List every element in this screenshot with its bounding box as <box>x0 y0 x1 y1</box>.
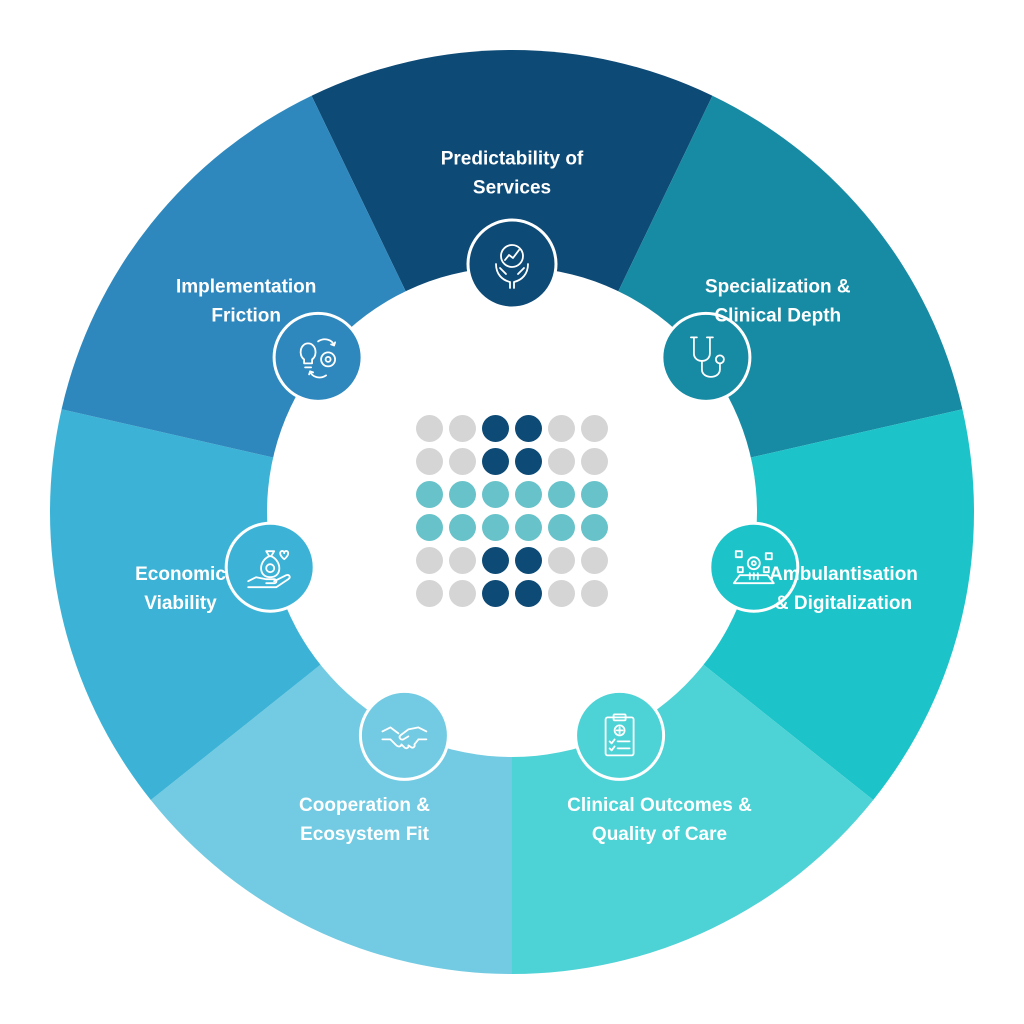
grid-dot-teal <box>449 481 476 508</box>
grid-dot-gray <box>548 580 575 607</box>
segment-label-line: Quality of Care <box>592 824 727 845</box>
grid-dot-gray <box>581 580 608 607</box>
grid-dot-navy <box>515 547 542 574</box>
segment-label-ambulantisation: Ambulantisation & Digitalization <box>769 564 918 614</box>
grid-dot-gray <box>449 448 476 475</box>
segment-label-specialization: Specialization & Clinical Depth <box>705 277 851 327</box>
grid-dot-gray <box>416 448 443 475</box>
segment-label-line: Services <box>473 178 551 199</box>
grid-dot-teal <box>416 514 443 541</box>
grid-dot-navy <box>482 547 509 574</box>
grid-dot-navy <box>515 580 542 607</box>
grid-dot-teal <box>482 514 509 541</box>
grid-dot-gray <box>581 547 608 574</box>
icon-badge-specialization <box>660 311 752 403</box>
grid-dot-teal <box>548 514 575 541</box>
segment-label-line: Predictability of <box>441 149 584 170</box>
grid-dot-teal <box>515 481 542 508</box>
grid-dot-teal <box>449 514 476 541</box>
grid-dot-navy <box>482 580 509 607</box>
segment-label-clinical-outcomes: Clinical Outcomes & Quality of Care <box>567 795 752 845</box>
segment-label-line: Clinical Depth <box>714 306 841 327</box>
grid-dot-navy <box>515 415 542 442</box>
grid-dot-navy <box>515 448 542 475</box>
segment-label-predictability: Predictability of Services <box>441 149 584 199</box>
grid-dot-gray <box>416 580 443 607</box>
grid-dot-teal <box>416 481 443 508</box>
center-disc <box>267 267 757 757</box>
segment-label-line: Friction <box>211 306 281 327</box>
grid-dot-teal <box>548 481 575 508</box>
icon-badge-implementation-friction <box>272 311 364 403</box>
grid-dot-gray <box>449 580 476 607</box>
grid-dot-gray <box>548 448 575 475</box>
icon-badge-predictability <box>466 218 558 310</box>
segment-label-line: Specialization & <box>705 277 851 298</box>
grid-dot-teal <box>581 514 608 541</box>
grid-dot-gray <box>581 415 608 442</box>
icon-badges <box>224 218 800 781</box>
grid-dot-gray <box>416 415 443 442</box>
segment-label-line: Implementation <box>176 277 316 298</box>
segment-labels: Predictability of ServicesSpecialization … <box>135 149 918 845</box>
segment-label-line: Ambulantisation <box>769 564 918 585</box>
segment-label-line: Viability <box>144 593 217 614</box>
grid-dot-gray <box>548 415 575 442</box>
grid-dot-gray <box>581 448 608 475</box>
grid-dot-gray <box>548 547 575 574</box>
segment-label-cooperation: Cooperation & Ecosystem Fit <box>299 795 430 845</box>
icon-badge-ambulantisation <box>708 521 800 613</box>
grid-dot-gray <box>449 415 476 442</box>
grid-dot-navy <box>482 448 509 475</box>
segment-label-line: & Digitalization <box>775 593 912 614</box>
grid-dot-navy <box>482 415 509 442</box>
icon-badge-clinical-outcomes <box>574 689 666 781</box>
grid-dot-teal <box>482 481 509 508</box>
segment-label-line: Clinical Outcomes & <box>567 795 752 816</box>
icon-badge-economic-viability <box>224 521 316 613</box>
segment-label-line: Ecosystem Fit <box>300 824 429 845</box>
segment-label-line: Cooperation & <box>299 795 430 816</box>
dot-grid <box>416 415 608 607</box>
grid-dot-gray <box>416 547 443 574</box>
icon-badge-cooperation <box>358 689 450 781</box>
grid-dot-teal <box>515 514 542 541</box>
grid-dot-teal <box>581 481 608 508</box>
grid-dot-gray <box>449 547 476 574</box>
segment-label-line: Economic <box>135 564 226 585</box>
